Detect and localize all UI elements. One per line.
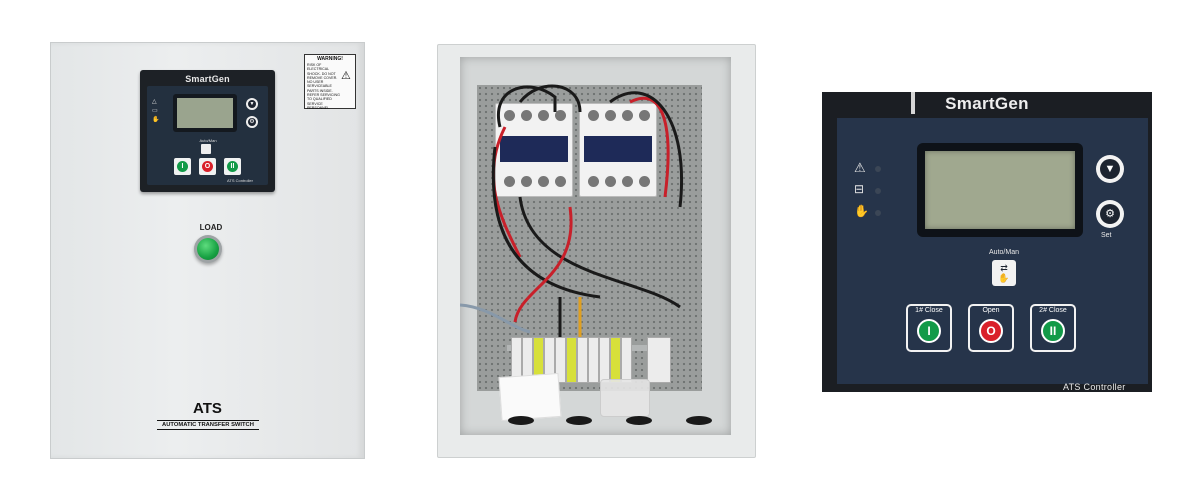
terminal-block: [555, 337, 566, 383]
wiring: [460, 84, 683, 337]
cable-knockout: [626, 416, 652, 425]
close1-symbol: I: [927, 324, 931, 338]
breaker-icon: ⊟: [854, 182, 865, 196]
terminal-block: [588, 337, 599, 383]
warning-led: [875, 166, 881, 172]
close2-label: 2# Close: [1039, 307, 1067, 314]
auto-man-label: Auto/Man: [989, 249, 1019, 256]
close1-label: 1# Close: [915, 307, 943, 314]
mini-controller-brand: SmartGen: [185, 74, 230, 84]
down-button[interactable]: ▼: [1096, 155, 1124, 183]
warning-icon: ⚠: [854, 160, 866, 175]
gear-icon: ⚙: [1100, 204, 1120, 224]
controller-footer: ATS Controller: [1063, 382, 1126, 392]
auto-man-button[interactable]: ⇄✋: [992, 260, 1016, 286]
cable-knockout: [686, 416, 712, 425]
mini-auto-man-label: Auto/Man: [199, 138, 217, 143]
mini-lcd-screen: [173, 94, 237, 132]
open-symbol: O: [986, 324, 996, 338]
set-button[interactable]: ⚙: [1096, 200, 1124, 228]
load-label: LOAD: [199, 223, 223, 232]
accessory-bag: [600, 379, 650, 417]
close2-symbol: II: [1049, 324, 1057, 338]
bezel-tab: [911, 92, 915, 114]
mini-controller-face: △▭✋ ▼ ⚙ Auto/Man I O II ATS Controller: [147, 86, 268, 185]
ats-cabinet-closed: SmartGen △▭✋ ▼ ⚙ Auto/Man I O II ATS Con…: [50, 42, 365, 459]
close1-button[interactable]: 1# Close I: [906, 304, 952, 352]
open-button[interactable]: Open O: [968, 304, 1014, 352]
lcd-screen: [917, 143, 1083, 237]
paper-documents: [498, 372, 562, 422]
hand-icon: ✋: [854, 204, 869, 218]
breaker-led: [875, 188, 881, 194]
contactor-2: [579, 103, 657, 197]
ats-subtitle: AUTOMATIC TRANSFER SWITCH: [157, 420, 259, 430]
mini-controller-footer: ATS Controller: [227, 178, 253, 183]
mini-down-button[interactable]: ▼: [246, 98, 258, 110]
mini-controller: SmartGen △▭✋ ▼ ⚙ Auto/Man I O II ATS Con…: [140, 70, 275, 192]
fuse-holder: [647, 337, 671, 383]
controller-brand: SmartGen: [945, 94, 1029, 113]
mini-open-button[interactable]: O: [199, 158, 216, 175]
open-label: Open: [982, 307, 1000, 314]
terminal-block: [577, 337, 588, 383]
ats-title: ATS: [193, 400, 222, 417]
terminal-block-ground: [566, 337, 577, 383]
close2-button[interactable]: 2# Close II: [1030, 304, 1076, 352]
warning-body: RISK OF ELECTRICAL SHOCK. DO NOT REMOVE …: [307, 63, 340, 110]
mini-indicator-icons: △▭✋: [152, 99, 160, 123]
mini-auto-man-button[interactable]: [201, 144, 211, 154]
warning-sign: WARNING! RISK OF ELECTRICAL SHOCK. DO NO…: [304, 54, 356, 110]
mounting-plate: [477, 85, 702, 391]
set-label: Set: [1101, 232, 1112, 239]
cabinet-interior: [460, 57, 731, 435]
load-indicator-light: [194, 235, 222, 263]
cable-knockout: [566, 416, 592, 425]
ats-controller-closeup: SmartGen ⚠ ⊟ ✋ ▼ ⚙ Set Auto/Man ⇄✋ 1# Cl…: [822, 92, 1152, 392]
down-arrow-icon: ▼: [1100, 159, 1120, 179]
warning-title: WARNING!: [317, 56, 343, 62]
auto-man-icon: ⇄✋: [998, 263, 1010, 283]
controller-face: ⚠ ⊟ ✋ ▼ ⚙ Set Auto/Man ⇄✋ 1# Close I Ope…: [837, 118, 1148, 392]
cable-knockout: [508, 416, 534, 425]
hand-led: [875, 210, 881, 216]
mini-close2-button[interactable]: II: [224, 158, 241, 175]
mini-close1-button[interactable]: I: [174, 158, 191, 175]
lcd-display: [925, 151, 1075, 229]
ats-cabinet-open: [437, 44, 756, 458]
mini-set-button[interactable]: ⚙: [246, 116, 258, 128]
electric-hazard-icon: ⚠: [341, 70, 351, 82]
